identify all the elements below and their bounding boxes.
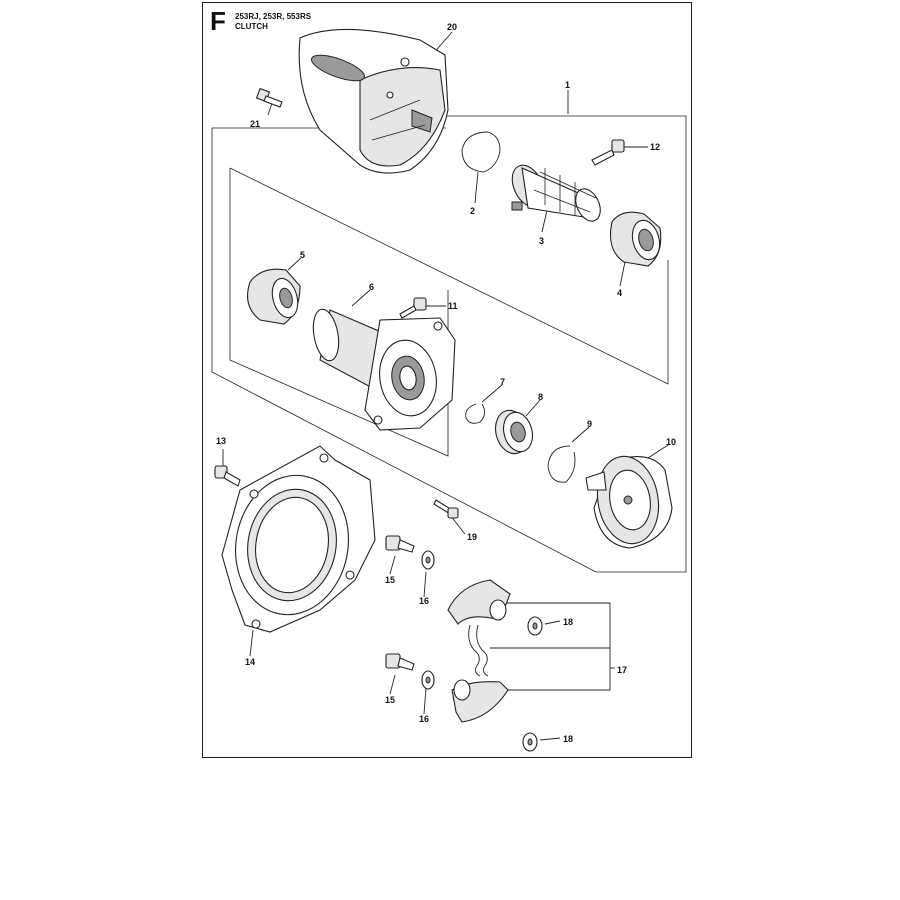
part-16-washer-upper [421,550,435,570]
leader-lines [222,31,669,741]
part-20-clutch-cover [298,28,449,174]
callout-7: 7 [500,377,505,387]
callout-18: 18 [563,617,573,627]
model-list: 253RJ, 253R, 553RS [235,12,312,21]
part-16-washer-lower [421,670,435,690]
part-4-nut [609,211,662,267]
callout-11: 11 [448,301,458,311]
callout-15: 15 [385,575,395,585]
part-6-clutch-housing [312,308,456,431]
part-14-flange-housing [221,445,376,633]
assembly-outline-upper [211,115,687,573]
callout-2: 2 [470,206,475,216]
callout-20: 20 [447,22,457,32]
callout-1: 1 [565,80,570,90]
part-12-screw [591,139,625,166]
part-10-clutch-drum [585,455,673,549]
callout-17: 17 [617,665,627,675]
part-15-bolt-lower [385,653,415,671]
part-5-nut [247,268,301,325]
part-13-screw [214,465,241,487]
part-8-bearing [494,409,534,455]
part-3-clutch-drum-cage [511,164,601,222]
callout-3: 3 [539,236,544,246]
part-9-circlip [547,445,576,483]
section-letter: F [210,6,226,36]
assembly-title: CLUTCH [235,22,268,31]
callout-16: 16 [419,596,429,606]
callout-9: 9 [587,419,592,429]
callout-16-lower: 16 [419,714,429,724]
callout-21: 21 [250,119,260,129]
callout-18-lower: 18 [563,734,573,744]
callout-8: 8 [538,392,543,402]
callout-10: 10 [666,437,676,447]
callout-5: 5 [300,250,305,260]
part-18-washer-lower [522,732,538,752]
callout-13: 13 [216,436,226,446]
callout-14: 14 [245,657,255,667]
part-11-screw [399,297,427,319]
part-15-bolt-upper [385,535,415,553]
callout-4: 4 [617,288,622,298]
part-17-clutch-shoe-assembly [447,579,511,723]
callout-19: 19 [467,532,477,542]
part-2-circlip [461,131,501,173]
callout-15-lower: 15 [385,695,395,705]
part-19-screw [433,499,459,519]
part-18-washer-upper [527,616,543,636]
callout-12: 12 [650,142,660,152]
callout-6: 6 [369,282,374,292]
part-21-screw [255,87,283,108]
assembly-outline-inner [229,167,669,385]
callout-labels: 1 2 3 4 5 6 7 8 9 10 11 12 13 14 15 16 1… [216,22,676,744]
diagram-frame [202,2,692,758]
part-7-circlip [465,403,485,424]
